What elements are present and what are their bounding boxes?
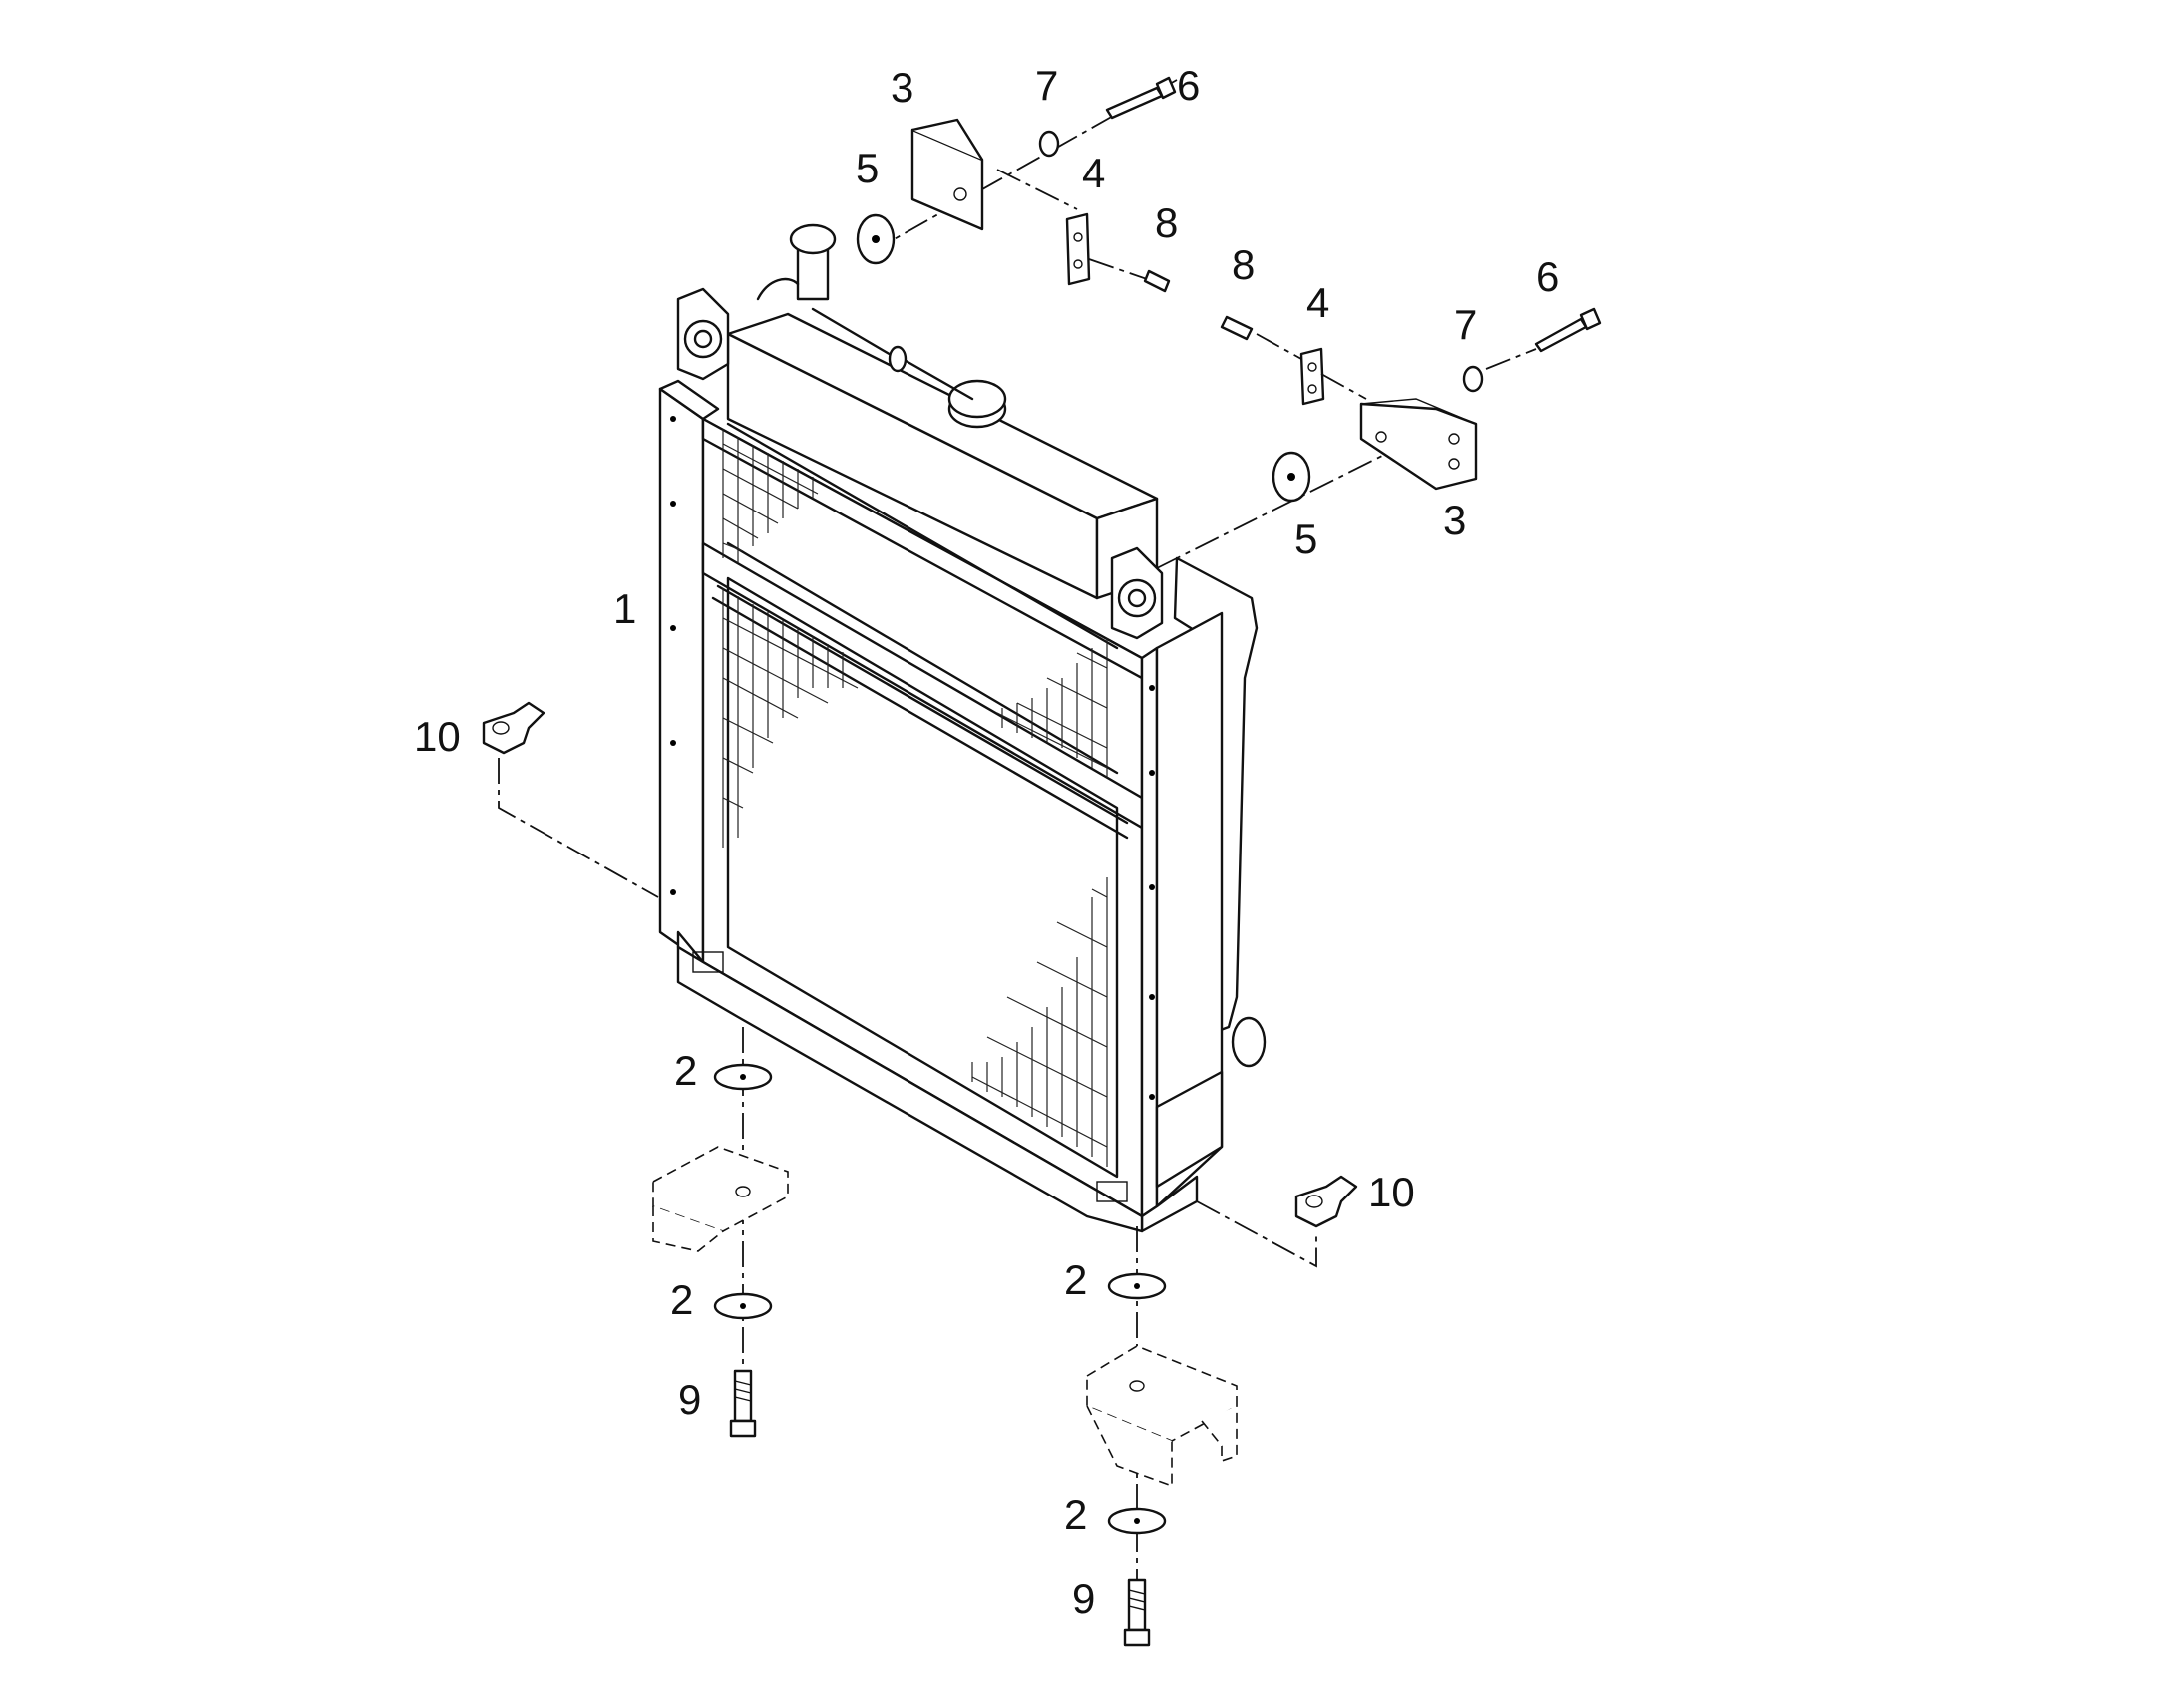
bolt-6-right [1485, 307, 1602, 370]
plate-4-right [1299, 347, 1367, 406]
frame-bolts [670, 416, 1155, 1100]
callout-8: 8 [1155, 199, 1178, 246]
callout-5: 5 [856, 145, 879, 191]
left-frame [658, 387, 705, 964]
lower-left-mount-stack [652, 1027, 789, 1438]
washer-7-right [1462, 365, 1484, 393]
callout-7: 7 [1454, 301, 1477, 348]
pad-2-left-top [713, 1063, 773, 1091]
top-mount-right [1110, 546, 1164, 640]
radiator-cap [947, 379, 1007, 429]
callout-2: 2 [1064, 1491, 1087, 1537]
callout-4: 4 [1306, 279, 1329, 326]
pad-2-left-bottom [713, 1292, 773, 1320]
upper-right-mount-group [1156, 307, 1602, 569]
callout-6: 6 [1177, 62, 1200, 109]
callout-4: 4 [1082, 150, 1105, 196]
callout-6: 6 [1536, 253, 1559, 300]
washer-5-left [856, 213, 896, 265]
screw-8-right [1220, 315, 1302, 360]
washer-7-left [1038, 130, 1060, 158]
pad-2-right-bottom [1107, 1507, 1167, 1535]
callout-3: 3 [891, 64, 913, 111]
callout-2: 2 [674, 1047, 697, 1094]
core-mesh [722, 429, 1108, 1167]
pad-2-right-top [1107, 1272, 1167, 1300]
callout-9: 9 [1072, 1575, 1095, 1622]
plate-4-left [1065, 212, 1091, 286]
support-bracket-right [1086, 1345, 1238, 1488]
bolt-9-left [729, 1369, 757, 1438]
callout-2: 2 [670, 1276, 693, 1323]
callout-1: 1 [613, 585, 636, 632]
washer-5-right [1272, 451, 1311, 503]
upper-left-mount-group [856, 76, 1178, 293]
bracket-3-left [910, 118, 984, 231]
callout-10: 10 [1368, 1169, 1415, 1215]
bolt-9-right [1123, 1578, 1151, 1647]
bracket-3-right [1359, 398, 1478, 491]
top-mount-left [676, 287, 730, 381]
callout-5: 5 [1294, 515, 1317, 562]
callout-10: 10 [414, 713, 461, 760]
callout-7: 7 [1035, 62, 1058, 109]
stop-10-left [482, 701, 659, 898]
lower-right-mount-stack [1086, 1226, 1238, 1647]
screw-8-left [1088, 258, 1171, 293]
stop-10-right [1196, 1175, 1358, 1268]
radiator-assembly [658, 223, 1267, 1233]
filler-neck [756, 223, 837, 301]
callout-8: 8 [1232, 241, 1255, 288]
callout-3: 3 [1443, 497, 1466, 543]
support-bracket-left [652, 1146, 789, 1252]
callout-9: 9 [678, 1376, 701, 1423]
callout-labels: 1 2 2 2 2 3 3 4 4 5 5 6 6 7 7 8 8 9 9 10… [414, 62, 1559, 1622]
callout-2: 2 [1064, 1256, 1087, 1303]
bolt-6-left [1105, 76, 1177, 120]
